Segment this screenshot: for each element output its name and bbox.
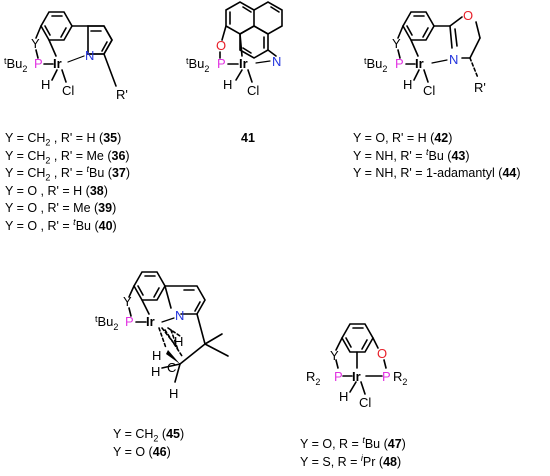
atom-phosphorus: P [125, 314, 134, 329]
atom-phosphorus-left: P [334, 369, 343, 384]
structure-4: Y tBu2 P Ir N H H H C H [95, 271, 229, 401]
caption-line: Y = O, R = tBu (47) [300, 434, 406, 451]
caption-line: Y = CH2 , R' = Me (36) [5, 148, 130, 166]
structure-5: Y R2 P Ir O P R2 H Cl [306, 323, 407, 410]
atom-hydride: H [403, 77, 412, 92]
atom-hydride: H [339, 389, 348, 404]
atom-y: Y [330, 348, 339, 363]
substituent-r: R' [116, 87, 128, 102]
captions-structure-1: Y = CH2 , R' = H (35)Y = CH2 , R' = Me (… [5, 130, 130, 236]
atom-nitrogen: N [85, 48, 94, 63]
atom-oxygen: O [377, 346, 387, 361]
caption-line: Y = CH2 , R' = tBu (37) [5, 164, 131, 183]
atom-phosphorus: P [34, 56, 43, 71]
caption-line: Y = NH, R' = 1-adamantyl (44) [353, 166, 521, 181]
atom-y: Y [392, 36, 401, 51]
atom-oxygen: O [216, 38, 226, 53]
caption-line: Y = O , R' = H (38) [5, 183, 108, 198]
atom-chloride: Cl [423, 83, 435, 98]
caption-line: Y = O , R' = Me (39) [5, 201, 117, 216]
atom-chloride: Cl [62, 83, 74, 98]
atom-iridium: Ir [352, 369, 361, 384]
atom-hydride-1: H [174, 334, 183, 349]
structure-1: Y tBu2 P Ir N H Cl R' [4, 11, 128, 102]
atom-chloride: Cl [247, 83, 259, 98]
atom-hydride-3: H [151, 364, 160, 379]
atom-phosphorus-right: P [382, 369, 391, 384]
atom-tbu-prefix: tBu2 [95, 314, 118, 332]
caption-line: Y = NH, R' = tBu (43) [353, 146, 470, 163]
atom-nitrogen: N [272, 54, 281, 69]
atom-chloride: Cl [359, 395, 371, 410]
atom-iridium: Ir [415, 56, 424, 71]
captions-structure-5: Y = O, R = tBu (47)Y = S, R = iPr (48) [300, 434, 406, 471]
atom-y: Y [123, 294, 132, 309]
atom-y: Y [31, 36, 40, 51]
caption-line: Y = O (46) [113, 444, 171, 459]
atom-phosphorus: P [217, 56, 226, 71]
substituent-r: R' [474, 80, 486, 95]
atom-carbon: C [167, 360, 176, 375]
atom-tbu-prefix: tBu2 [186, 56, 209, 74]
captions-structure-3: Y = O, R' = H (42)Y = NH, R' = tBu (43) Y… [353, 130, 521, 183]
caption-line: Y = CH2 , R' = H (35) [5, 131, 122, 148]
structure-2: O tBu2 P Ir N H Cl [186, 1, 283, 98]
atom-hydride-4: H [169, 386, 178, 401]
atom-hydride-2: H [152, 348, 161, 363]
caption-line: Y = O , R' = tBu (40) [5, 216, 117, 233]
atom-iridium: Ir [146, 314, 155, 329]
atom-iridium: Ir [239, 56, 248, 71]
atom-hydride: H [41, 77, 50, 92]
caption-line: Y = S, R = iPr (48) [300, 452, 402, 469]
atom-oxygen: O [463, 8, 473, 23]
caption-line: Y = O, R' = H (42) [353, 131, 453, 145]
compound-number-41: 41 [241, 131, 255, 145]
atom-nitrogen: N [175, 308, 184, 323]
atom-tbu-prefix: tBu2 [4, 56, 27, 74]
atom-r2-left: R2 [306, 369, 320, 387]
atom-iridium: Ir [53, 56, 62, 71]
atom-phosphorus: P [395, 56, 404, 71]
atom-hydride: H [223, 77, 232, 92]
atom-nitrogen: N [449, 52, 458, 67]
structure-3: Y tBu2 P Ir N O H Cl R' [364, 8, 486, 98]
atom-r2-right: R2 [393, 369, 407, 387]
captions-structure-4: Y = CH2 (45)Y = O (46) [113, 426, 184, 461]
caption-line: Y = CH2 (45) [113, 427, 185, 444]
atom-tbu-prefix: tBu2 [364, 56, 387, 74]
